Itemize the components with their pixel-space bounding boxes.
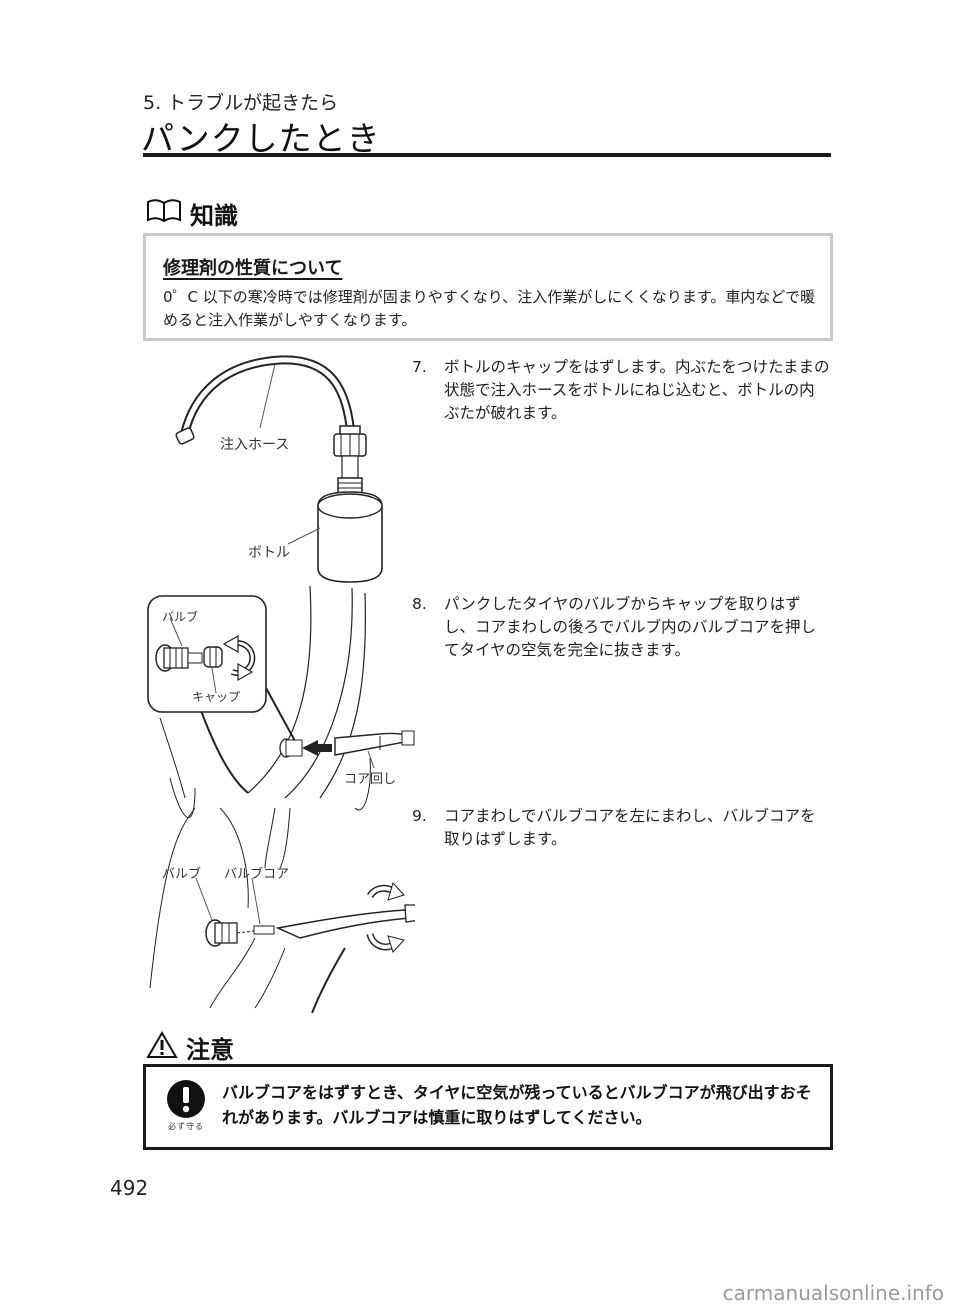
step-number: 7. <box>412 358 427 376</box>
step-8: 8. パンクしたタイヤのバルブからキャップを取りはずし、コアまわしの後ろでバルブ… <box>412 593 830 662</box>
label-core-tool: コア回し <box>344 772 397 787</box>
watermark: carmanualsonline.info <box>722 1281 944 1305</box>
label-hose: 注入ホース <box>220 437 290 453</box>
knowledge-box-body: 0゜C 以下の寒冷時では修理剤が固まりやすくなり、注入作業がしにくくなります。車… <box>163 288 816 329</box>
page-number: 492 <box>110 1176 149 1200</box>
caution-label: 注意 <box>186 1035 234 1064</box>
knowledge-box: 修理剤の性質について 0゜C 以下の寒冷時では修理剤が固まりやすくなり、注入作業… <box>143 233 833 341</box>
step-number: 8. <box>412 595 427 613</box>
knowledge-heading: 知識 <box>146 196 238 230</box>
page-title: パンクしたとき <box>141 119 381 158</box>
illustration: 注入ホース ボトル バルブ キャップ コア回し バルブ バルブコア <box>140 348 421 1018</box>
step-text: パンクしたタイヤのバルブからキャップを取りはずし、コアまわしの後ろでバルブ内のバ… <box>444 595 817 659</box>
book-icon <box>146 198 182 228</box>
label-valve-core: バルブコア <box>224 867 290 882</box>
step-number: 9. <box>412 807 427 825</box>
must-do-mark: 必ず守る <box>164 1079 208 1132</box>
step-9: 9. コアまわしでバルブコアを左にまわし、バルブコアを取りはずします。 <box>412 805 830 851</box>
repair-kit-diagram <box>147 355 421 1014</box>
step-7: 7. ボトルのキャップをはずします。内ぶたをつけたままの状態で注入ホースをボトル… <box>412 356 830 425</box>
label-cap: キャップ <box>192 690 241 704</box>
title-divider <box>143 153 831 157</box>
step-text: ボトルのキャップをはずします。内ぶたをつけたままの状態で注入ホースをボトルにねじ… <box>444 358 830 422</box>
step-text: コアまわしでバルブコアを左にまわし、バルブコアを取りはずします。 <box>444 807 816 848</box>
caution-box: 必ず守る バルブコアをはずすとき、タイヤに空気が残っているとバルブコアが飛び出す… <box>143 1064 833 1150</box>
caution-heading: 注意 <box>146 1030 234 1064</box>
warning-triangle-icon <box>146 1031 178 1063</box>
knowledge-label: 知識 <box>190 201 238 230</box>
must-do-exclamation-icon <box>166 1080 206 1123</box>
label-bottle: ボトル <box>248 545 290 561</box>
chapter-label: 5. トラブルが起きたら <box>143 92 339 114</box>
caution-text: バルブコアをはずすとき、タイヤに空気が残っているとバルブコアが飛び出すおそれがあ… <box>222 1083 812 1127</box>
label-valve-inset: バルブ <box>162 610 199 624</box>
knowledge-box-heading: 修理剤の性質について <box>163 258 343 279</box>
must-do-caption: 必ず守る <box>168 1122 204 1131</box>
label-valve: バルブ <box>162 867 202 882</box>
